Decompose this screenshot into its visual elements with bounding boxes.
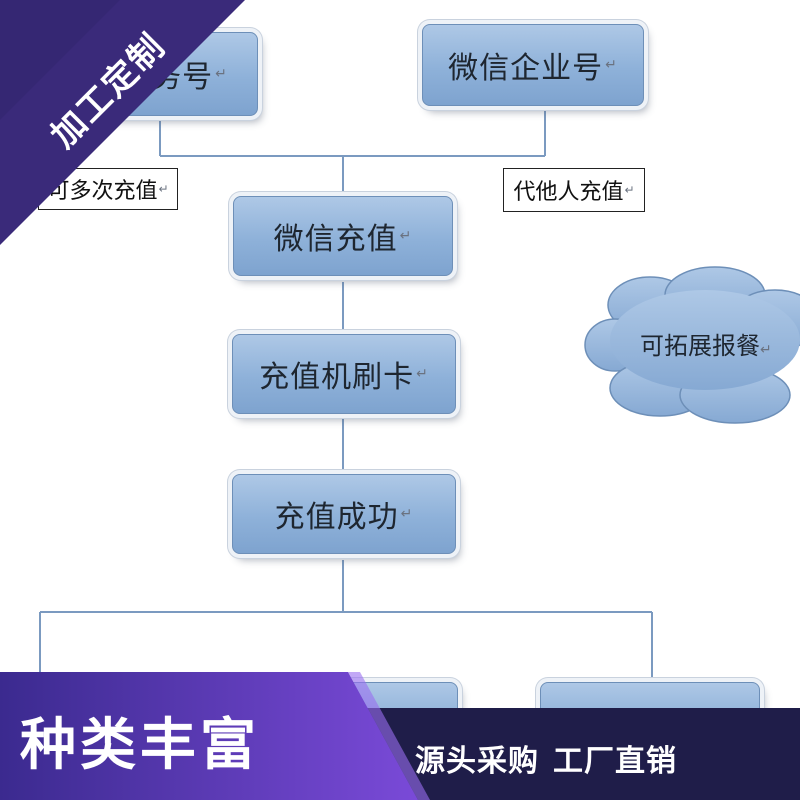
slogan-factory: 工厂直销 [553,744,677,779]
node-top-right: 微信企业号↵ [422,24,644,106]
node-recharge: 微信充值↵ [233,196,453,276]
bottom-slogan: 源头采购工厂直销 [415,736,677,780]
note-right: 代他人充值↵ [503,168,645,212]
bottom-title: 种类丰富 [20,713,260,778]
node-machine: 充值机刷卡↵ [232,334,456,414]
cloud-label: 可拓展报餐↵ [640,332,772,360]
slogan-source: 源头采购 [415,744,539,779]
node-success: 充值成功↵ [232,474,456,554]
